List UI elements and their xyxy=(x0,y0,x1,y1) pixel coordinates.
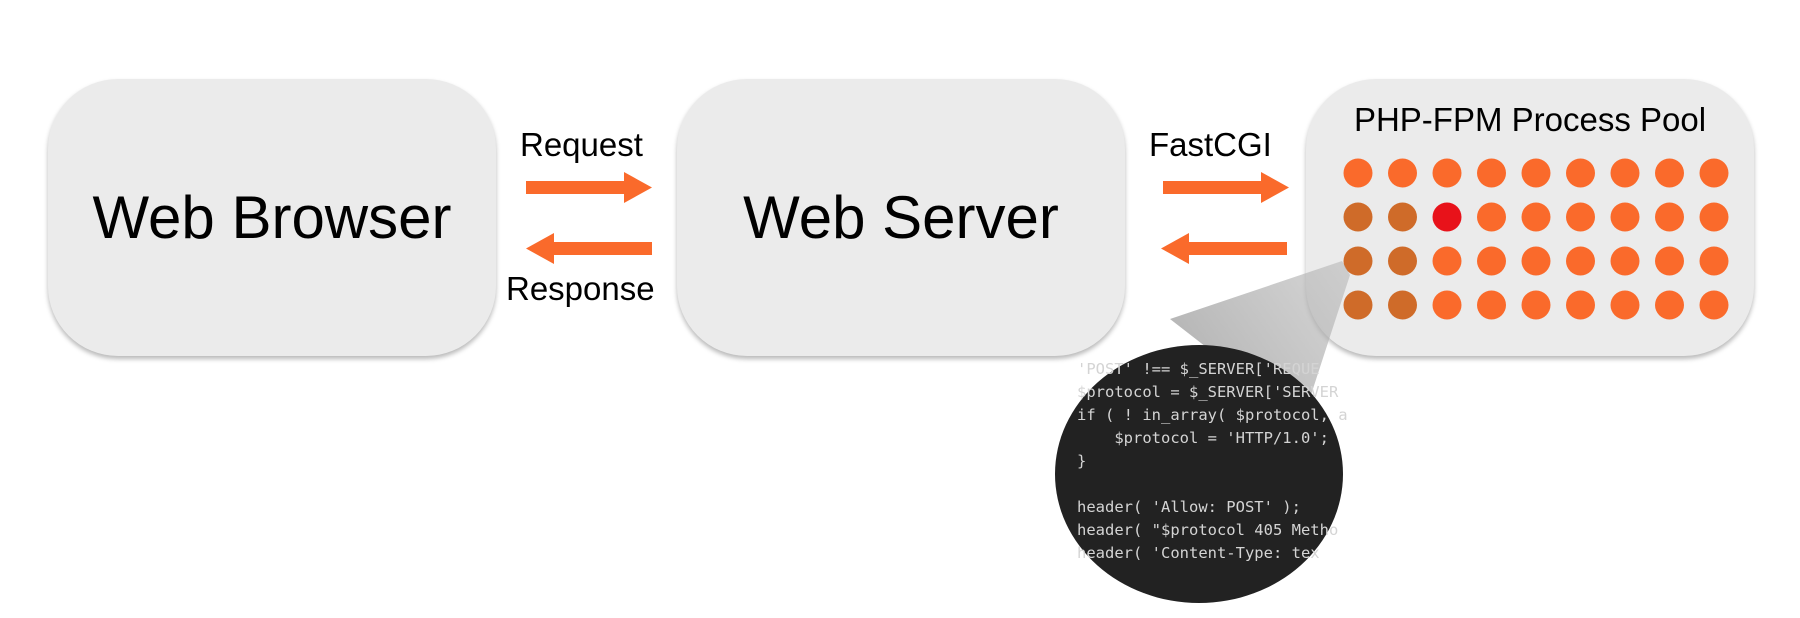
worker-dot xyxy=(1655,246,1684,276)
active-worker-dot xyxy=(1432,202,1462,232)
code-line: } xyxy=(1077,452,1087,470)
code-line: if ( ! in_array( $protocol, a xyxy=(1077,406,1348,424)
request-label: Request xyxy=(520,126,643,163)
worker-dot xyxy=(1610,202,1640,232)
worker-dot xyxy=(1432,246,1462,276)
worker-dot xyxy=(1477,202,1506,232)
worker-dot xyxy=(1521,246,1551,276)
worker-dot xyxy=(1566,290,1595,320)
worker-dot xyxy=(1521,202,1551,232)
worker-dot xyxy=(1566,202,1595,232)
code-line xyxy=(1077,473,1348,496)
worker-dot xyxy=(1432,158,1462,188)
worker-dot xyxy=(1610,158,1640,188)
worker-dot xyxy=(1521,290,1551,320)
worker-dot xyxy=(1343,246,1373,276)
worker-dot xyxy=(1477,290,1506,320)
worker-dot xyxy=(1610,246,1640,276)
worker-dot xyxy=(1388,158,1417,188)
worker-dot xyxy=(1343,158,1373,188)
web-server-node: Web Server xyxy=(677,79,1125,356)
worker-dot xyxy=(1655,158,1684,188)
worker-dot xyxy=(1699,246,1729,276)
request-arrow xyxy=(526,172,652,203)
process-pool-node: PHP-FPM Process Pool xyxy=(1306,79,1754,356)
code-line: header( 'Content-Type: tex xyxy=(1077,544,1320,562)
worker-dot xyxy=(1343,202,1373,232)
code-line: header( "$protocol 405 Metho xyxy=(1077,521,1339,539)
code-line: header( 'Allow: POST' ); xyxy=(1077,498,1301,516)
worker-grid xyxy=(1343,158,1729,320)
web-server-label: Web Server xyxy=(743,184,1059,251)
process-pool-title: PHP-FPM Process Pool xyxy=(1353,101,1707,138)
worker-dot xyxy=(1343,290,1373,320)
response-label: Response xyxy=(506,270,655,307)
worker-dot xyxy=(1477,158,1506,188)
fastcgi-arrow xyxy=(1163,172,1289,203)
worker-dot xyxy=(1699,290,1729,320)
code-line: 'POST' !== $_SERVER['REQUE xyxy=(1077,360,1320,378)
worker-dot xyxy=(1699,202,1729,232)
worker-dot xyxy=(1521,158,1551,188)
worker-dot xyxy=(1655,290,1684,320)
web-browser-node: Web Browser xyxy=(48,79,496,356)
fastcgi-return-arrow xyxy=(1161,233,1287,264)
worker-dot xyxy=(1610,290,1640,320)
worker-dot xyxy=(1388,246,1417,276)
fastcgi-label: FastCGI xyxy=(1149,126,1272,163)
code-snippet: 'POST' !== $_SERVER['REQUE $protocol = $_… xyxy=(1077,358,1348,565)
worker-dot xyxy=(1566,158,1595,188)
code-zoom-circle: 'POST' !== $_SERVER['REQUE $protocol = $_… xyxy=(1055,345,1348,603)
worker-dot xyxy=(1388,202,1417,232)
web-browser-label: Web Browser xyxy=(92,184,452,251)
worker-dot xyxy=(1655,202,1684,232)
worker-dot xyxy=(1388,290,1417,320)
code-line: $protocol = $_SERVER['SERVER xyxy=(1077,383,1339,401)
code-line: $protocol = 'HTTP/1.0'; xyxy=(1077,429,1329,447)
worker-dot xyxy=(1566,246,1595,276)
worker-dot xyxy=(1477,246,1506,276)
worker-dot xyxy=(1432,290,1462,320)
worker-dot xyxy=(1699,158,1729,188)
response-arrow xyxy=(526,233,652,264)
